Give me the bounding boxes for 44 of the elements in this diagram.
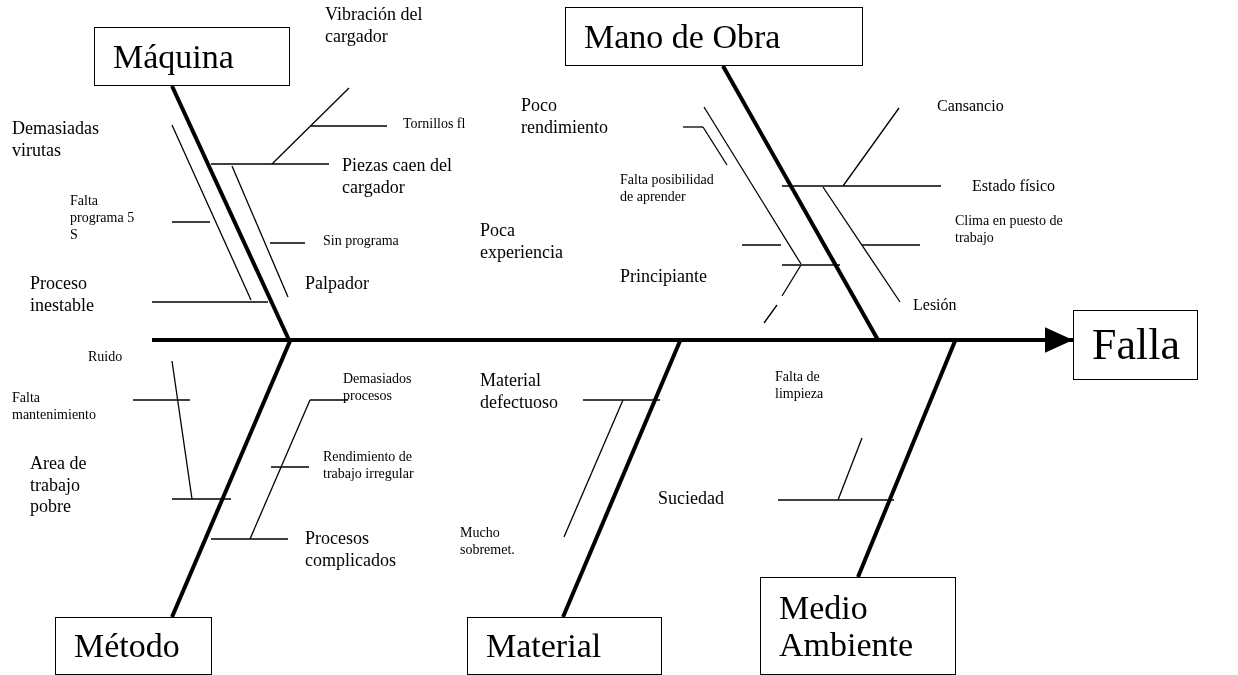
category-label: Medio Ambiente: [779, 588, 915, 664]
category-box: [565, 7, 863, 66]
cause-label: Falta mantenimiento: [12, 390, 97, 424]
cause-label: Tornillos fl: [403, 116, 467, 133]
cause-label: Palpador: [305, 273, 370, 295]
cause-label: Poco rendimiento: [521, 95, 609, 139]
cause-label: Mucho sobremet.: [460, 525, 516, 559]
cause-label: Demasiados procesos: [343, 371, 413, 405]
category-label: Falla: [1092, 320, 1180, 370]
category-box: [55, 617, 212, 675]
cause-label: Falta de limpieza: [775, 369, 825, 403]
cause-label: Principiante: [620, 266, 708, 288]
cause-label: Clima en puesto de trabajo: [955, 213, 1064, 247]
cause-label: Vibración del cargador: [325, 4, 424, 48]
bone-line: [170, 85, 291, 341]
cause-label: Suciedad: [658, 488, 725, 510]
category-label: Material: [486, 627, 602, 665]
category-label: Método: [74, 627, 180, 665]
category-box: [467, 617, 662, 675]
cause-label: Demasiadas virutas: [12, 118, 100, 162]
bone-line: [561, 340, 682, 618]
cause-label: Falta programa 5 S: [70, 193, 135, 244]
cause-label: Rendimiento de trabajo irregular: [323, 449, 415, 483]
cause-label: Area de trabajo pobre: [30, 453, 88, 518]
bone-line: [721, 65, 880, 341]
category-label: Máquina: [113, 37, 234, 76]
cause-label: Procesos complicados: [305, 528, 397, 572]
cause-label: Falta posibilidad de aprender: [620, 172, 715, 206]
bone-line: [856, 340, 957, 578]
cause-label: Lesión: [913, 295, 958, 315]
category-box: [760, 577, 956, 675]
category-box: [94, 27, 290, 86]
cause-label: Poca experiencia: [480, 220, 564, 264]
cause-label: Cansancio: [937, 96, 1005, 116]
spine-arrow: [152, 327, 1073, 353]
category-box: [1073, 310, 1198, 380]
cause-label: Ruido: [88, 349, 124, 366]
cause-label: Piezas caen del cargador: [342, 155, 453, 199]
category-label: Mano de Obra: [584, 17, 781, 56]
cause-label: Proceso inestable: [30, 273, 95, 317]
cause-label: Sin programa: [323, 233, 400, 250]
bone-line: [170, 340, 292, 618]
cause-label: Estado físico: [972, 176, 1057, 196]
cause-label: Material defectuoso: [480, 370, 559, 414]
